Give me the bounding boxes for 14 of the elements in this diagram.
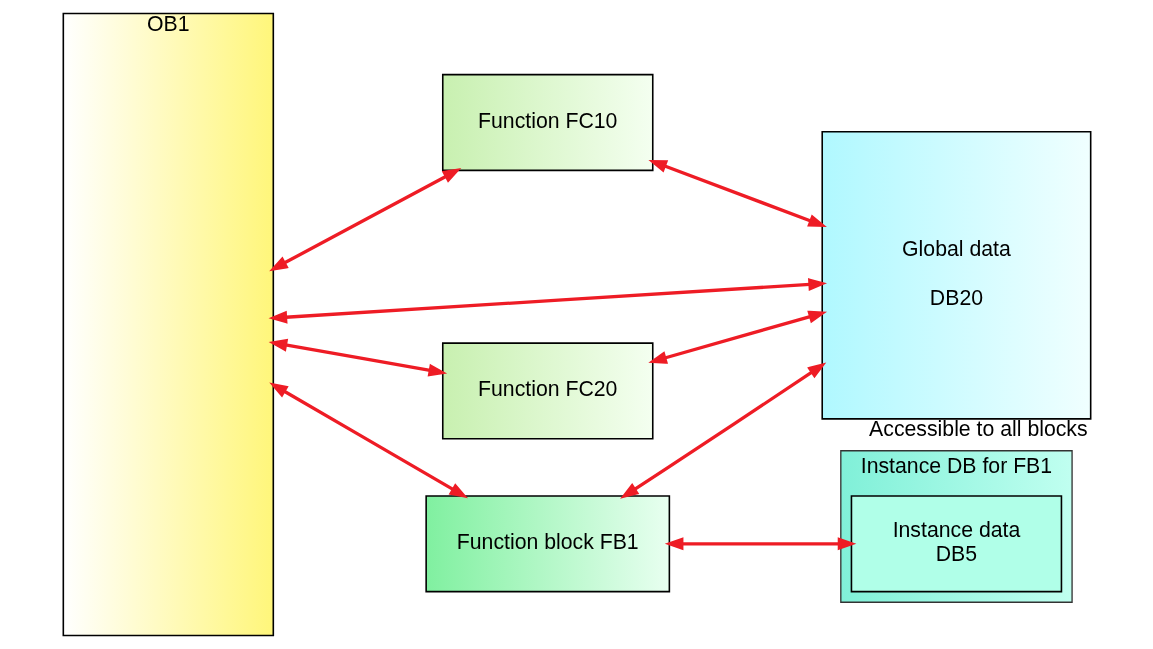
node-box: Function FC20 bbox=[441, 342, 654, 440]
node-box: Global data DB20 bbox=[820, 131, 1091, 420]
arrow bbox=[647, 159, 827, 228]
arrow bbox=[268, 278, 827, 324]
arrow bbox=[268, 168, 461, 272]
node-box: Function FC10 bbox=[441, 73, 654, 172]
node-box: OB1 bbox=[62, 12, 274, 637]
arrow bbox=[647, 310, 827, 364]
node-box: Function block FB1 bbox=[424, 495, 670, 593]
arrow bbox=[619, 362, 826, 499]
arrow bbox=[268, 338, 447, 377]
arrow bbox=[268, 382, 468, 499]
arrow bbox=[664, 537, 856, 551]
node-box: Instance data DB5 bbox=[850, 495, 1062, 593]
